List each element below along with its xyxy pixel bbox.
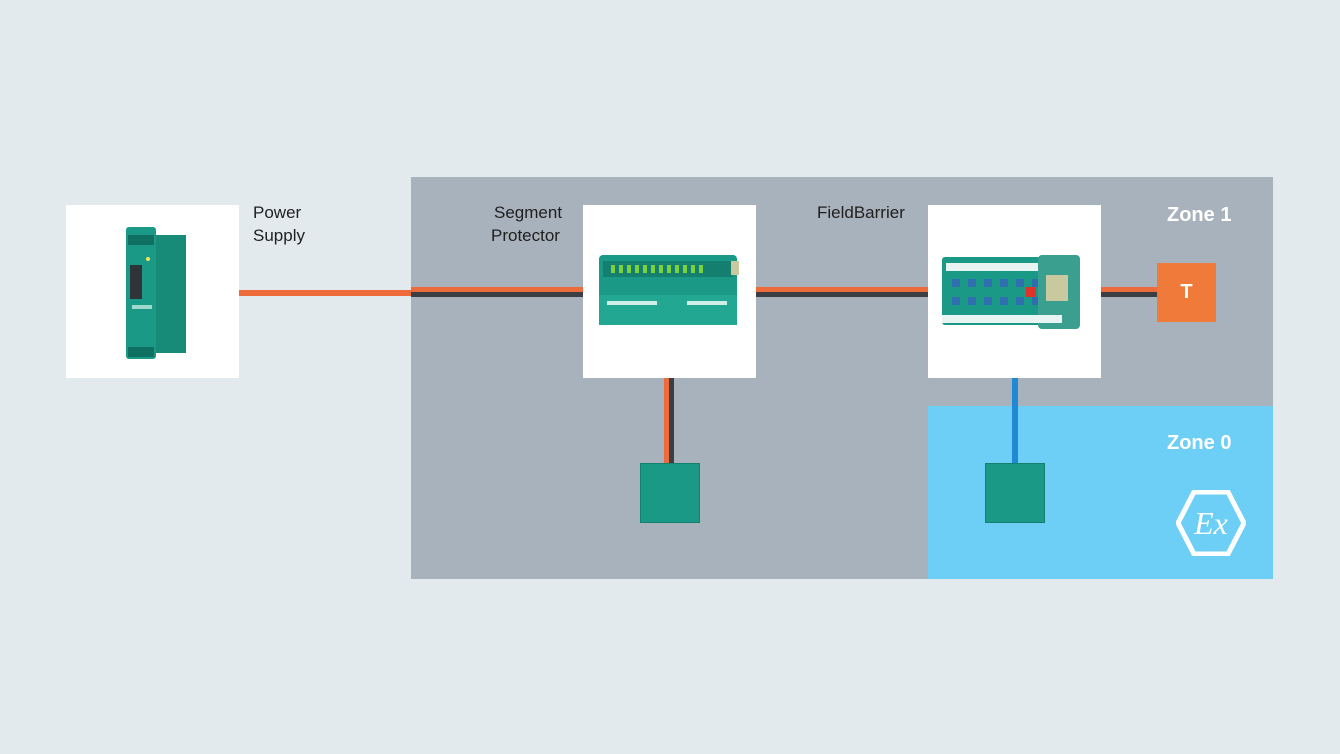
field-device-zone-1 xyxy=(640,463,700,523)
segment-protector-device-icon xyxy=(599,255,739,325)
trunk-cable-orange-2 xyxy=(756,287,928,292)
field-device-zone-0 xyxy=(985,463,1045,523)
ex-hazard-icon: Ex xyxy=(1176,490,1246,556)
ex-hazard-label: Ex xyxy=(1193,505,1228,541)
zone-0-label: Zone 0 xyxy=(1167,432,1232,454)
trunk-cable-orange-3 xyxy=(1101,287,1157,292)
power-supply-label-line1: Power xyxy=(253,203,302,222)
fieldbarrier-label: FieldBarrier xyxy=(817,203,905,222)
segment-protector-label-line1: Segment xyxy=(494,203,563,222)
power-supply-device-icon xyxy=(126,227,186,359)
trunk-cable-dark-1 xyxy=(411,292,583,297)
zone-1-label: Zone 1 xyxy=(1167,204,1232,226)
power-supply-label-line2: Supply xyxy=(253,226,305,245)
fieldbarrier-device-icon xyxy=(942,255,1080,329)
fieldbarrier-card xyxy=(928,205,1101,378)
spur-cable-orange xyxy=(664,378,669,464)
power-supply-card xyxy=(66,205,239,378)
spur-cable-blue xyxy=(1012,378,1018,464)
segment-protector-label-line2: Protector xyxy=(491,226,560,245)
trunk-cable-safe-area xyxy=(239,290,411,296)
trunk-cable-dark-2 xyxy=(756,292,928,297)
trunk-cable-dark-3 xyxy=(1101,292,1157,297)
spur-cable-dark xyxy=(669,378,674,464)
segment-protector-card xyxy=(583,205,756,378)
terminator: T xyxy=(1157,263,1216,322)
trunk-cable-orange-1 xyxy=(411,287,583,292)
